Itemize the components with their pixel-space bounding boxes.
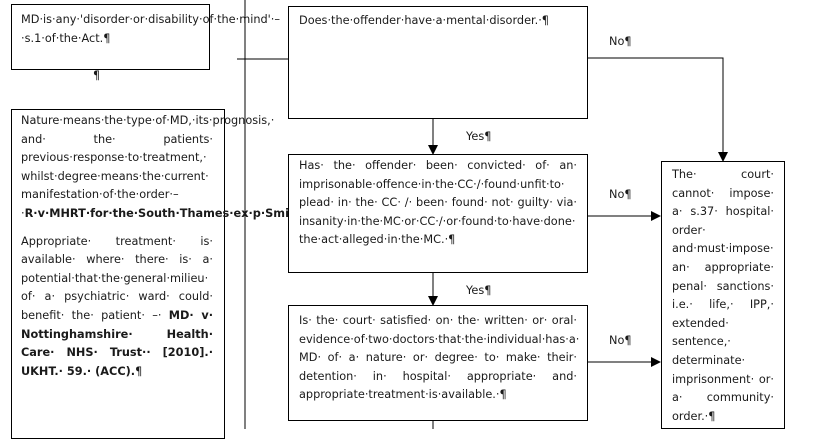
nature-definition-paragraph: Nature·means·the·type·of·MD,·its·prognos… xyxy=(21,114,457,220)
question-conviction-box: Has· the· offender· been· convicted· of·… xyxy=(288,154,588,273)
question-mental-disorder-box: Does·the·offender·have·a·mental·disorder… xyxy=(288,6,588,119)
question-conviction-text: Has· the· offender· been· convicted· of·… xyxy=(299,159,577,247)
question-medical-evidence-box: Is· the· court· satisfied· on· the· writ… xyxy=(288,305,588,421)
q3-no-label: No¶ xyxy=(609,334,632,347)
notes-box: Nature·means·the·type·of·MD,·its·prognos… xyxy=(11,109,457,439)
definition-text: MD·is·any·'disorder·or·disability·of·the… xyxy=(21,13,281,45)
question-medical-evidence-text: Is· the· court· satisfied· on· the· writ… xyxy=(299,314,580,402)
q2-yes-label: Yes¶ xyxy=(466,284,492,297)
outcome-text: The· court· cannot· impose· a· s.37· hos… xyxy=(672,168,774,423)
appropriate-treatment-paragraph: Appropriate· treatment· is· available· w… xyxy=(21,234,213,378)
flowchart-connectors xyxy=(237,0,728,429)
definition-box: MD·is·any·'disorder·or·disability·of·the… xyxy=(11,4,280,70)
outcome-box: The· court· cannot· impose· a· s.37· hos… xyxy=(661,161,785,429)
q1-no-label: No¶ xyxy=(609,35,632,48)
case-citation-md: MD· v· Nottinghamshire· Health· Care· NH… xyxy=(21,308,213,378)
q2-no-label: No¶ xyxy=(609,188,632,201)
definition-pilcrow: ¶ xyxy=(93,69,101,82)
arrow-q1-no xyxy=(588,57,728,162)
question-mental-disorder-text: Does·the·offender·have·a·mental·disorder… xyxy=(299,14,549,27)
q1-yes-label: Yes¶ xyxy=(466,130,492,143)
